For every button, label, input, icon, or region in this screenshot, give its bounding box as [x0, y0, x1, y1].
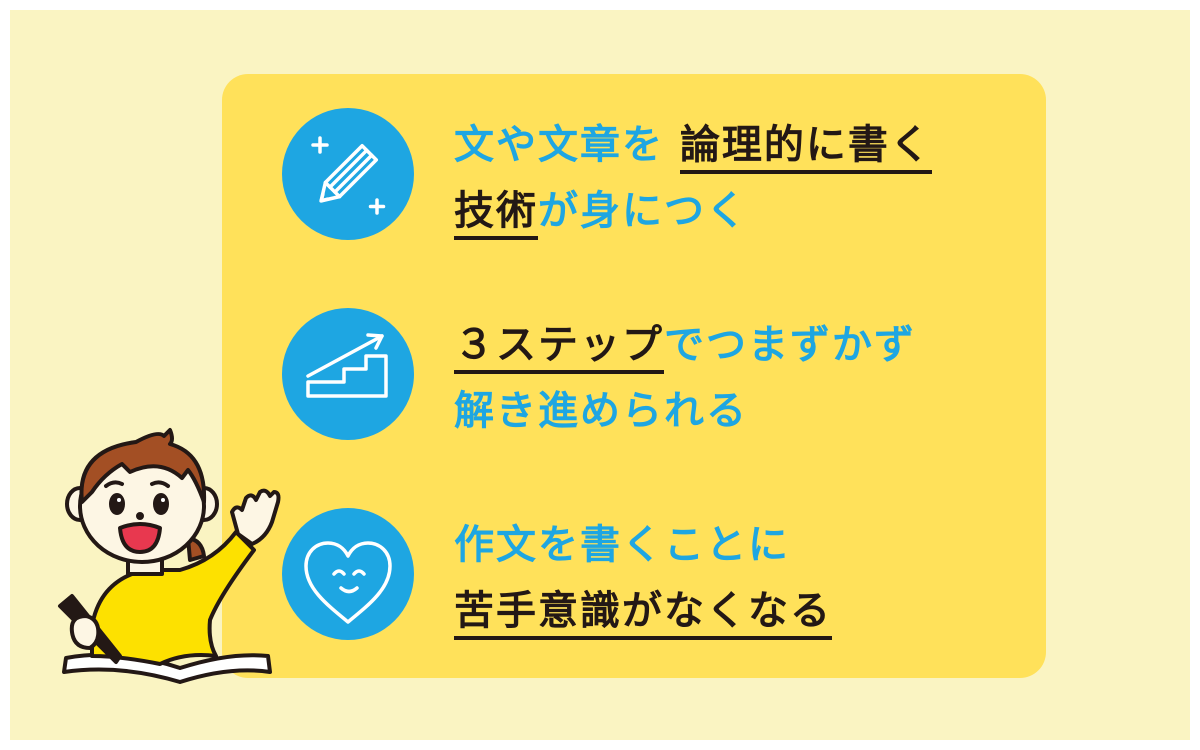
- pencil-sparkle-icon: [282, 108, 414, 240]
- feature-text: 文や文章を 論理的に書く 技術が身につく: [454, 112, 932, 244]
- text-segment: 作文を書くことに: [454, 522, 790, 568]
- feature-item-three-steps: ３ステップでつまずかず 解き進められる: [282, 308, 1002, 458]
- smiling-heart-icon: [282, 508, 414, 640]
- text-segment: が身につく: [538, 188, 748, 234]
- feature-item-logical-writing: 文や文章を 論理的に書く 技術が身につく: [282, 108, 1002, 258]
- feature-item-no-aversion: 作文を書くことに 苦手意識がなくなる: [282, 508, 1002, 658]
- underlined-text-segment: 論理的に書く: [679, 122, 932, 174]
- underlined-text-segment: 苦手意識がなくなる: [454, 588, 832, 640]
- text-segment: でつまずかず: [664, 322, 916, 368]
- text-segment: 解き進められる: [454, 388, 748, 434]
- stairs-arrow-up-icon: [282, 308, 414, 440]
- underlined-text-segment: ３ステップ: [454, 322, 664, 374]
- feature-text: 作文を書くことに 苦手意識がなくなる: [454, 512, 832, 644]
- waving-child-illustration: [40, 420, 300, 700]
- underlined-text-segment: 技術: [454, 188, 538, 240]
- text-segment: [664, 122, 680, 168]
- text-segment: 文や文章を: [454, 122, 664, 168]
- feature-text: ３ステップでつまずかず 解き進められる: [454, 312, 916, 444]
